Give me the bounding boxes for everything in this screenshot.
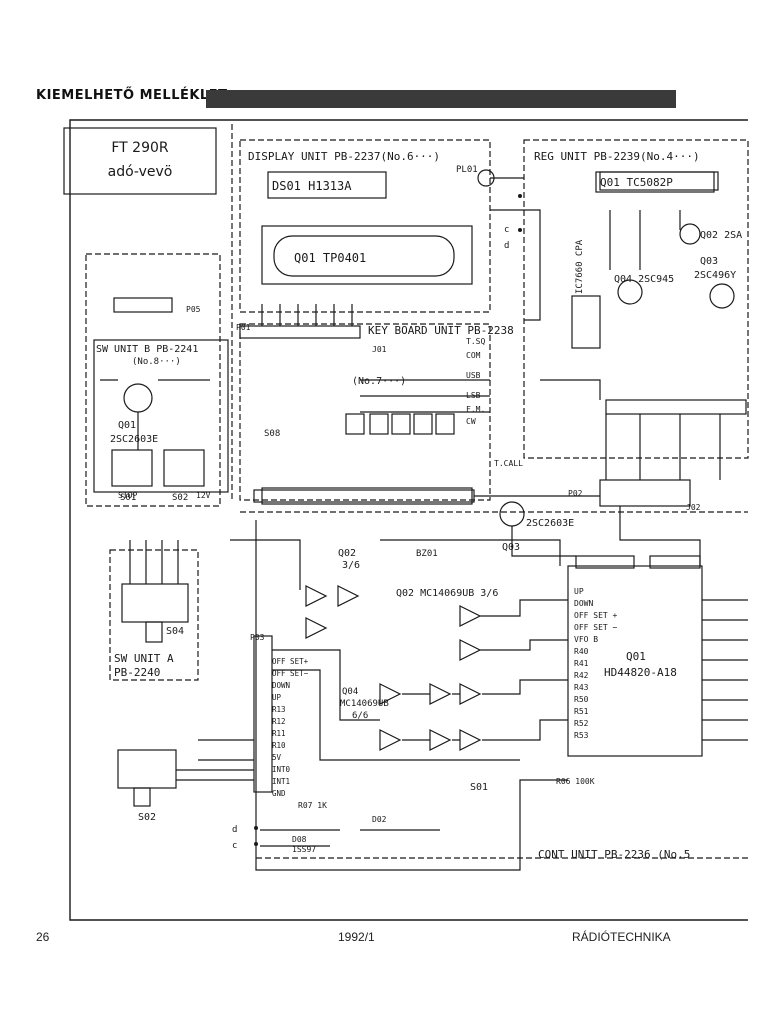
q04-inverter-label: Q04 xyxy=(342,687,358,697)
sw-unit-b-number: (No.8···) xyxy=(132,357,181,367)
keyboard-unit-label: KEY BOARD UNIT PB-2238 xyxy=(368,324,514,337)
d02-label: D02 xyxy=(372,815,387,824)
p03-pin-label: R10 xyxy=(272,741,286,750)
wire-c-top-label: c xyxy=(504,225,509,235)
j01-label: J01 xyxy=(372,345,387,354)
q04-reg-label: Q04 2SC945 xyxy=(614,274,674,285)
sw-unit-a-board: PB-2240 xyxy=(114,666,160,679)
model-subtitle: adó-vevö xyxy=(108,164,173,180)
q02-top-label: Q02 xyxy=(338,548,356,559)
p05-label: P05 xyxy=(186,305,201,314)
q04-inverter-part: MC14069UB xyxy=(340,699,389,709)
s01-bottom-label: S01 xyxy=(470,782,488,793)
pl01-label: PL01 xyxy=(456,165,478,175)
q01-pin-label: R42 xyxy=(574,671,589,680)
sw-unit-a-label: SW UNIT A xyxy=(114,652,174,665)
page-number: 26 xyxy=(36,930,50,944)
s01-swb-label: S01 xyxy=(120,493,136,503)
keyboard-pin-labels: T.SQ COM USB LSB F.M. CW xyxy=(466,337,485,426)
p01-label: P01 xyxy=(236,323,251,332)
ic7660-label: IC7660 CPA xyxy=(575,239,585,294)
keyboard-unit-number: (No.7···) xyxy=(352,376,406,387)
q01-pin-label: R53 xyxy=(574,731,589,740)
q01-swb-label: Q01 xyxy=(118,420,136,431)
p03-pin-label: GND xyxy=(272,789,286,798)
wire-d-bottom-label: d xyxy=(232,825,237,835)
p03-pin-label: 5V xyxy=(272,753,282,762)
reg-unit-label: REG UNIT PB-2239(No.4···) xyxy=(534,150,700,163)
q01-pin-label: R50 xyxy=(574,695,589,704)
p03-pin-label: UP xyxy=(272,693,282,702)
q01-main-label: Q01 xyxy=(626,650,646,663)
p03-pin-label: R11 xyxy=(272,729,286,738)
q01-display-label: Q01 TP0401 xyxy=(294,251,366,265)
keyboard-pin-label: LSB xyxy=(466,391,481,400)
p03-label: P03 xyxy=(250,633,265,642)
keyboard-pin-label: F.M. xyxy=(466,405,485,414)
tcall-label: T.CALL xyxy=(494,459,523,468)
p03-pin-label: OFF SET+ xyxy=(272,657,309,666)
s02-bottom-label: S02 xyxy=(138,812,156,823)
ds01-label: DS01 H1313A xyxy=(272,179,352,193)
p03-pin-label: OFF SET− xyxy=(272,669,309,678)
q03-reg-label: Q03 xyxy=(700,256,718,267)
12v-label: 12V xyxy=(196,491,211,500)
wire-d-top-label: d xyxy=(504,241,509,251)
p03-pin-label: DOWN xyxy=(272,681,290,690)
q03-main-part: 2SC2603E xyxy=(526,518,574,529)
model-name: FT 290R xyxy=(111,140,169,156)
q01-main-part: HD44820-A18 xyxy=(604,666,677,679)
issue-label: 1992/1 xyxy=(338,930,375,944)
r07-label: R07 1K xyxy=(298,801,327,810)
s04-label: S04 xyxy=(166,626,184,637)
q02-top-fraction: 3/6 xyxy=(342,560,360,571)
q01-main-pin-labels: UP DOWN OFF SET + OFF SET − VFO B R40 R4… xyxy=(574,587,618,740)
s08-label: S08 xyxy=(264,429,280,439)
keyboard-pin-label: COM xyxy=(466,351,481,360)
q03-reg-part: 2SC496Y xyxy=(694,270,736,281)
q01-pin-label: OFF SET − xyxy=(574,623,618,632)
q01-pin-label: OFF SET + xyxy=(574,611,618,620)
q03-main-label: Q03 xyxy=(502,542,520,553)
p03-pin-label: R12 xyxy=(272,717,286,726)
q02-inverter-label: Q02 MC14069UB 3/6 xyxy=(396,588,498,599)
bz01-label: BZ01 xyxy=(416,549,438,559)
keyboard-pin-label: T.SQ xyxy=(466,337,485,346)
header-title: KIEMELHETŐ MELLÉKLET xyxy=(36,88,228,103)
d08-part: 1SS97 xyxy=(292,845,316,854)
j02-label: J02 xyxy=(686,503,701,512)
r06-label: R06 100K xyxy=(556,777,595,786)
q01-pin-label: R40 xyxy=(574,647,589,656)
q01-pin-label: R52 xyxy=(574,719,589,728)
p03-pin-labels: OFF SET+ OFF SET− DOWN UP R13 R12 R11 R1… xyxy=(272,657,309,798)
d08-label: D08 xyxy=(292,835,307,844)
p03-pin-label: INT0 xyxy=(272,765,291,774)
s02-swb-label: S02 xyxy=(172,493,188,503)
magazine-name: RÁDIÓTECHNIKA xyxy=(572,930,671,944)
q01-pin-label: DOWN xyxy=(574,599,593,608)
p02-label: P02 xyxy=(568,489,583,498)
q01-pin-label: R51 xyxy=(574,707,589,716)
q01-swb-part: 2SC2603E xyxy=(110,434,158,445)
p03-pin-label: R13 xyxy=(272,705,286,714)
q02-reg-label: Q02 2SA xyxy=(700,230,742,241)
q01-pin-label: R43 xyxy=(574,683,589,692)
wire-c-bottom-label: c xyxy=(232,841,237,851)
keyboard-pin-label: USB xyxy=(466,371,481,380)
q01-pin-label: UP xyxy=(574,587,584,596)
p03-pin-label: INT1 xyxy=(272,777,290,786)
q04-inverter-fraction: 6/6 xyxy=(352,711,368,721)
cont-unit-label: CONT UNIT PB-2236 (No.5 xyxy=(538,848,690,861)
keyboard-pin-label: CW xyxy=(466,417,476,426)
display-unit-label: DISPLAY UNIT PB-2237(No.6···) xyxy=(248,150,440,163)
sw-unit-b-label: SW UNIT B PB-2241 xyxy=(96,344,198,355)
q01-pin-label: VFO B xyxy=(574,635,598,644)
stop-label: STOP xyxy=(118,491,137,500)
header-bar xyxy=(206,90,676,108)
q01-reg-label: Q01 TC5082P xyxy=(600,176,673,189)
q01-pin-label: R41 xyxy=(574,659,589,668)
